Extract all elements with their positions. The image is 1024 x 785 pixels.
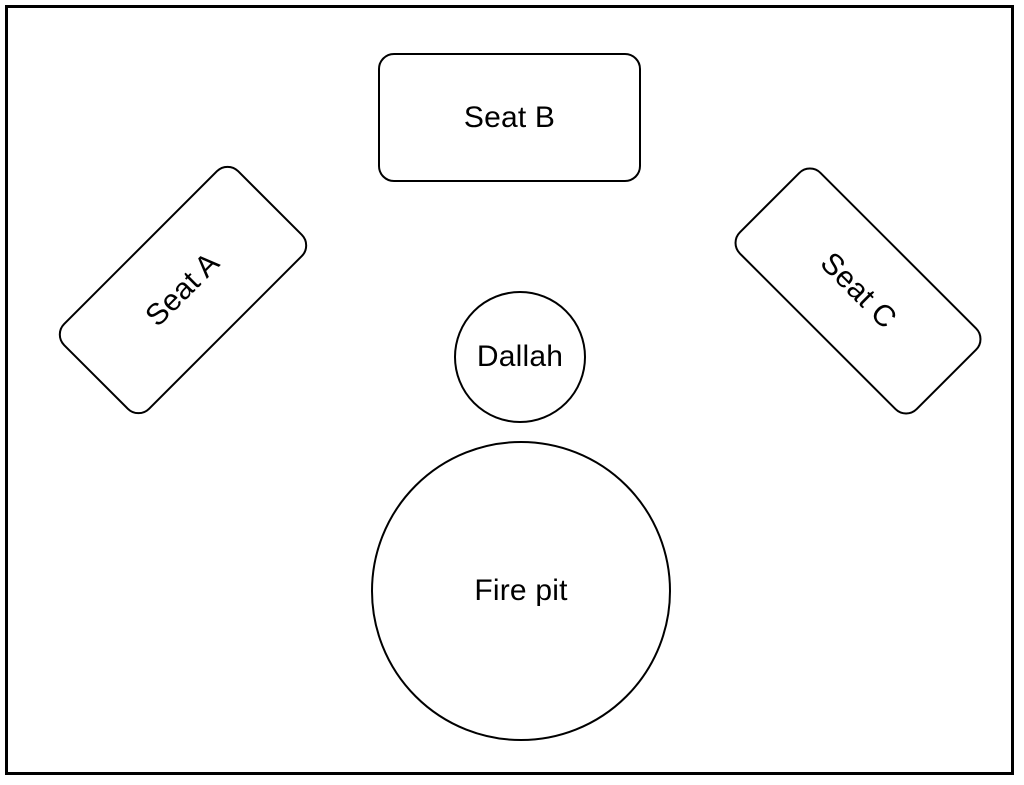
fire-pit-label: Fire pit [474,574,568,607]
fire-pit-shape[interactable]: Fire pit [371,441,671,741]
seat-c-label: Seat C [813,246,903,336]
seat-c-shape[interactable]: Seat C [727,160,989,422]
diagram-frame: Seat A Seat B Seat C Dallah Fire pit [5,5,1014,775]
seat-b-shape[interactable]: Seat B [378,53,641,182]
dallah-label: Dallah [476,340,564,373]
seat-a-shape[interactable]: Seat A [52,159,314,421]
dallah-shape[interactable]: Dallah [454,291,586,423]
seat-a-label: Seat A [139,246,226,334]
seat-b-label: Seat B [463,100,556,134]
